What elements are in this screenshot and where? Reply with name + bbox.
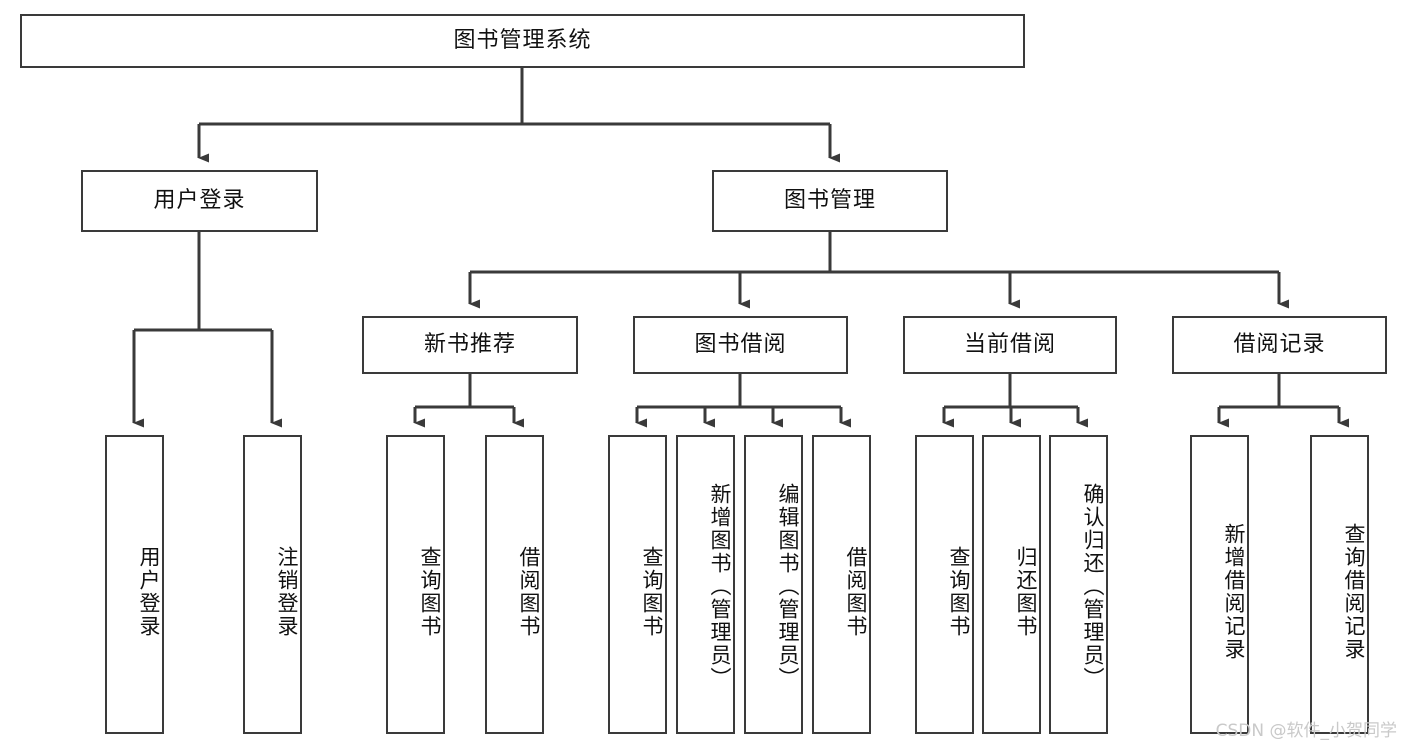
leaf-query-book-borrow-label: 查询图书 xyxy=(640,545,664,638)
leaf-query-book-rec[interactable]: 查询图书 xyxy=(386,435,445,734)
csdn-watermark: CSDN @软件_小贺同学 xyxy=(1215,721,1397,741)
node-new-book-recommend-label: 新书推荐 xyxy=(423,331,516,357)
leaf-add-book[interactable]: 新增图书（管理员） xyxy=(676,435,735,734)
leaf-query-book-rec-label: 查询图书 xyxy=(418,545,442,638)
leaf-add-book-label: 新增图书（管理员） xyxy=(708,483,732,690)
node-book-manage[interactable]: 图书管理 xyxy=(712,170,948,232)
leaf-return-book-label: 归还图书 xyxy=(1014,545,1038,638)
leaf-borrow-book-rec[interactable]: 借阅图书 xyxy=(485,435,544,734)
node-borrow-record[interactable]: 借阅记录 xyxy=(1172,316,1387,374)
leaf-logout-label: 注销登录 xyxy=(275,545,299,638)
leaf-query-record-label: 查询借阅记录 xyxy=(1342,522,1366,661)
leaf-add-record[interactable]: 新增借阅记录 xyxy=(1190,435,1249,734)
node-book-borrow-label: 图书借阅 xyxy=(694,331,787,357)
leaf-user-login-label: 用户登录 xyxy=(137,545,161,638)
node-root-label: 图书管理系统 xyxy=(453,27,592,53)
leaf-confirm-return[interactable]: 确认归还（管理员） xyxy=(1049,435,1108,734)
node-new-book-recommend[interactable]: 新书推荐 xyxy=(362,316,578,374)
leaf-return-book[interactable]: 归还图书 xyxy=(982,435,1041,734)
leaf-borrow-book-rec-label: 借阅图书 xyxy=(517,545,541,638)
leaf-logout[interactable]: 注销登录 xyxy=(243,435,302,734)
node-book-borrow[interactable]: 图书借阅 xyxy=(633,316,848,374)
leaf-borrow-book[interactable]: 借阅图书 xyxy=(812,435,871,734)
leaf-add-record-label: 新增借阅记录 xyxy=(1222,522,1246,661)
node-user-login[interactable]: 用户登录 xyxy=(81,170,318,232)
node-current-borrow[interactable]: 当前借阅 xyxy=(903,316,1117,374)
leaf-borrow-book-label: 借阅图书 xyxy=(844,545,868,638)
leaf-user-login[interactable]: 用户登录 xyxy=(105,435,164,734)
leaf-query-book-current[interactable]: 查询图书 xyxy=(915,435,974,734)
leaf-confirm-return-label: 确认归还（管理员） xyxy=(1081,483,1105,690)
node-book-manage-label: 图书管理 xyxy=(783,187,876,213)
leaf-edit-book[interactable]: 编辑图书（管理员） xyxy=(744,435,803,734)
leaf-edit-book-label: 编辑图书（管理员） xyxy=(776,483,800,690)
leaf-query-record[interactable]: 查询借阅记录 xyxy=(1310,435,1369,734)
node-borrow-record-label: 借阅记录 xyxy=(1233,331,1326,357)
node-current-borrow-label: 当前借阅 xyxy=(963,331,1056,357)
node-user-login-label: 用户登录 xyxy=(153,187,246,213)
node-root[interactable]: 图书管理系统 xyxy=(20,14,1025,68)
leaf-query-book-current-label: 查询图书 xyxy=(947,545,971,638)
leaf-query-book-borrow[interactable]: 查询图书 xyxy=(608,435,667,734)
